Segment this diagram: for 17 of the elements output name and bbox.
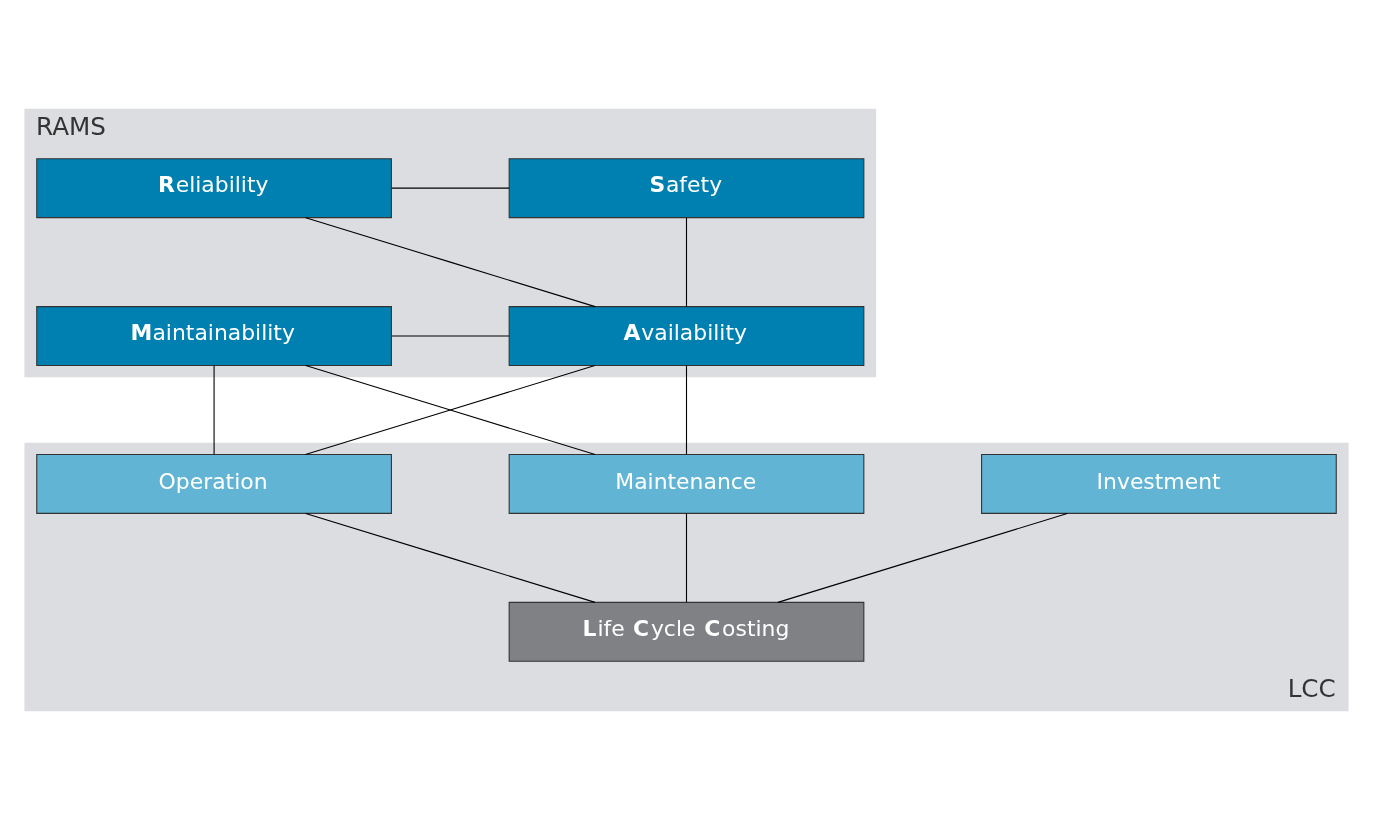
connector [213,364,215,455]
node-box: Life Cycle Costing [508,601,865,662]
connector [685,216,688,307]
node-box: Availability [508,305,865,366]
node-box: Maintainability [36,305,392,366]
connector [685,364,688,455]
node-box: Safety [508,157,865,218]
connector [685,512,688,603]
connector [305,512,596,603]
connector [391,187,510,189]
node-box: Investment [981,453,1337,514]
connector [777,512,1068,603]
node-box: Maintenance [508,453,865,514]
node-box: Operation [36,453,392,514]
node-box: Reliability [36,157,392,218]
connector [391,335,510,337]
connector [305,216,596,307]
